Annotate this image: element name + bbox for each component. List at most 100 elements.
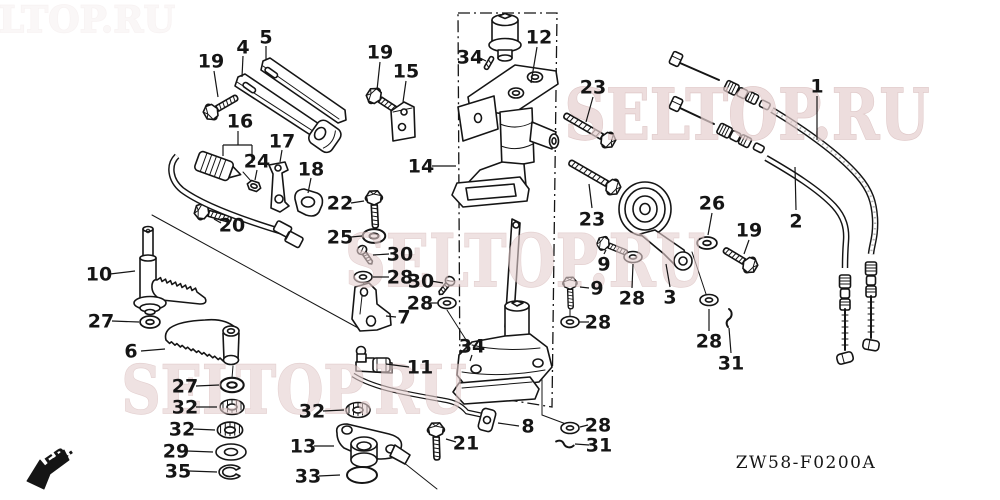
leader-line: [213, 70, 219, 98]
callout-34: 34: [459, 336, 485, 362]
callout-19: 19: [198, 51, 224, 98]
part-number-label: 10: [86, 264, 112, 286]
leader-line: [631, 263, 634, 289]
part-number-label: 28: [407, 293, 433, 315]
watermark-text: SELTOP.RU: [0, 0, 175, 41]
callout-10: 10: [86, 264, 136, 286]
part-number-label: 34: [459, 336, 485, 358]
callout-8: 8: [497, 416, 535, 438]
callout-5: 5: [259, 27, 273, 60]
part-number-label: 8: [521, 416, 534, 438]
diagram-code: ZW58-F0200A: [736, 453, 877, 473]
leader-line: [376, 61, 381, 91]
callout-1: 1: [810, 76, 824, 140]
part-bracket-4: [234, 73, 342, 154]
leader-line: [743, 239, 750, 255]
callout-16: 16: [222, 111, 253, 163]
diagram-artwork: FR. ZW58-F0200A: [26, 12, 881, 490]
callout-9: 9: [579, 278, 604, 300]
callout-27: 27: [172, 376, 220, 398]
part-washer-28e: [560, 315, 580, 329]
leader-line: [254, 169, 258, 181]
part-number-label: 7: [397, 307, 410, 329]
leader-line: [241, 55, 244, 78]
part-number-label: 2: [789, 211, 802, 233]
callout-35: 35: [165, 461, 218, 483]
part-link-rod-8: [351, 372, 497, 433]
part-tensioner-arm-3: [618, 181, 693, 271]
watermark-text: SELTOP.RU: [565, 73, 930, 156]
part-number-label: 18: [298, 159, 324, 181]
callout-23: 23: [580, 77, 606, 123]
callout-21: 21: [445, 433, 479, 455]
part-bolt-23b: [564, 153, 624, 199]
part-throttle-cable-1: [667, 50, 881, 353]
callout-14: 14: [408, 156, 456, 178]
part-cap-12: [488, 12, 522, 62]
part-number-label: 31: [718, 353, 744, 375]
part-number-label: 28: [585, 312, 611, 334]
leader-line: [385, 363, 410, 368]
callout-9: 9: [597, 249, 611, 276]
leader-line: [728, 327, 732, 354]
leader-line: [603, 249, 607, 255]
part-clip-31b: [554, 439, 576, 450]
part-washer-29: [215, 443, 247, 461]
part-number-label: 27: [88, 311, 114, 333]
part-number-label: 9: [590, 278, 603, 300]
callout-33: 33: [295, 466, 341, 488]
part-number-label: 28: [619, 288, 645, 310]
callout-7: 7: [385, 307, 411, 329]
part-number-label: 20: [219, 215, 245, 237]
part-number-label: 28: [387, 267, 413, 289]
part-number-label: 33: [295, 466, 321, 488]
leader-line: [279, 149, 283, 163]
leader-line: [111, 320, 140, 323]
part-link-11: [355, 345, 393, 374]
part-clip-31a: [725, 308, 733, 328]
part-number-label: 32: [299, 401, 325, 423]
callout-26: 26: [699, 193, 725, 236]
callout-31: 31: [718, 327, 744, 375]
callout-19: 19: [367, 42, 393, 91]
callout-17: 17: [269, 131, 295, 163]
part-lower-casting: [452, 300, 553, 405]
leader-line: [307, 177, 312, 194]
leader-line: [707, 212, 713, 236]
leader-line: [192, 428, 216, 431]
assembly-boundary-box: [457, 12, 558, 408]
part-number-label: 27: [172, 376, 198, 398]
leader-line: [186, 450, 214, 453]
part-number-label: 21: [453, 433, 479, 455]
fr-arrow-icon: [26, 449, 70, 490]
callout-30: 30: [408, 271, 444, 293]
leader-line: [213, 218, 222, 224]
part-number-label: 23: [579, 209, 605, 231]
callout-28: 28: [579, 312, 611, 334]
callout-2: 2: [789, 166, 803, 233]
leader-line: [195, 384, 220, 387]
part-number-label: 25: [327, 227, 353, 249]
leader-line: [372, 253, 390, 256]
part-number-label: 15: [393, 61, 419, 83]
part-number-label: 26: [699, 193, 725, 215]
leader-line: [350, 200, 365, 204]
part-number-label: 1: [810, 76, 823, 98]
part-washer-28f: [560, 421, 580, 435]
watermark-text: SELTOP.RU: [122, 351, 467, 429]
part-number-label: 12: [526, 27, 552, 49]
part-number-label: 19: [367, 42, 393, 64]
leader-line: [445, 438, 457, 443]
part-number-label: 6: [124, 341, 137, 363]
callout-23: 23: [579, 183, 605, 231]
callout-34: 34: [457, 47, 487, 69]
part-number-label: 16: [227, 111, 253, 133]
callout-3: 3: [663, 263, 677, 309]
part-clamp-18: [294, 188, 324, 217]
callout-6: 6: [124, 341, 166, 363]
callout-28: 28: [373, 267, 413, 289]
part-number-label: 30: [408, 271, 434, 293]
